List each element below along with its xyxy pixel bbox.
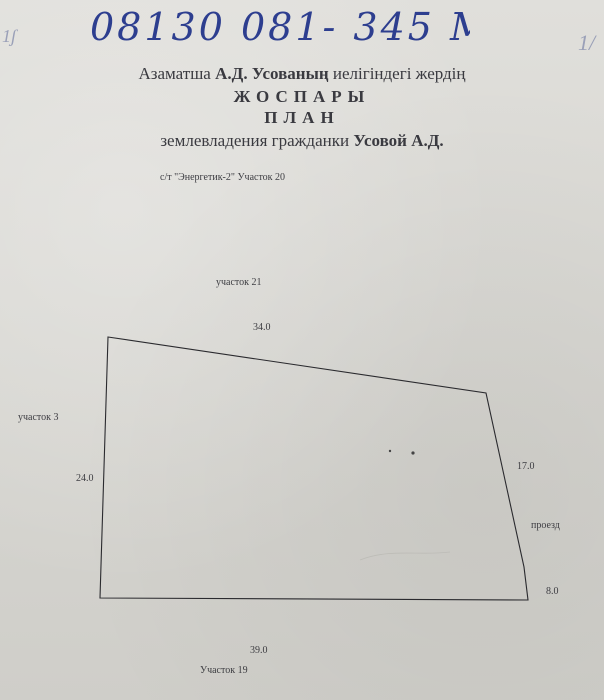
side-length-top: 34.0 <box>253 322 271 333</box>
title-kaz-name: А.Д. Усованың <box>215 64 329 83</box>
neighbor-label-left: участок 3 <box>18 412 59 423</box>
side-length-bottom: 39.0 <box>250 645 268 656</box>
corner-mark-right: 1/ <box>578 30 596 55</box>
plot-surface-crease <box>359 551 451 561</box>
title-kazakh-owner: Азаматша А.Д. Усованың иелігіндегі жерді… <box>0 64 604 84</box>
neighbor-label-bottom: Участок 19 <box>200 665 248 676</box>
side-length-right-upper: 17.0 <box>517 461 535 472</box>
road-label-right: проезд <box>531 520 560 531</box>
title-rus-name: Усовой А.Д. <box>353 131 444 150</box>
side-length-left: 24.0 <box>76 473 94 484</box>
title-kazakh-heading: ЖОСПАРЫ <box>233 87 371 106</box>
handwritten-number-text: 08130 081- 345 М <box>90 5 470 49</box>
title-kaz-prefix: Азаматша <box>138 64 211 83</box>
side-length-right-lower: 8.0 <box>546 586 559 597</box>
plot-boundary <box>99 336 529 601</box>
handwritten-registration-number: 08130 081- 345 М <box>90 5 470 49</box>
title-rus-prefix: землевладения гражданки <box>160 131 350 150</box>
title-russian-owner: землевладения гражданки Усовой А.Д. <box>0 131 604 151</box>
title-russian-heading: ПЛАН <box>264 108 340 127</box>
plot-ink-dot <box>411 451 415 455</box>
title-kaz-suffix: иелігіндегі жердің <box>332 64 466 83</box>
neighbor-label-top: участок 21 <box>216 277 262 288</box>
corner-mark-left: 1ʃ <box>2 26 17 46</box>
plot-subtitle: с/т "Энергетик-2" Участок 20 <box>160 172 286 183</box>
plot-ink-dot <box>388 449 392 453</box>
